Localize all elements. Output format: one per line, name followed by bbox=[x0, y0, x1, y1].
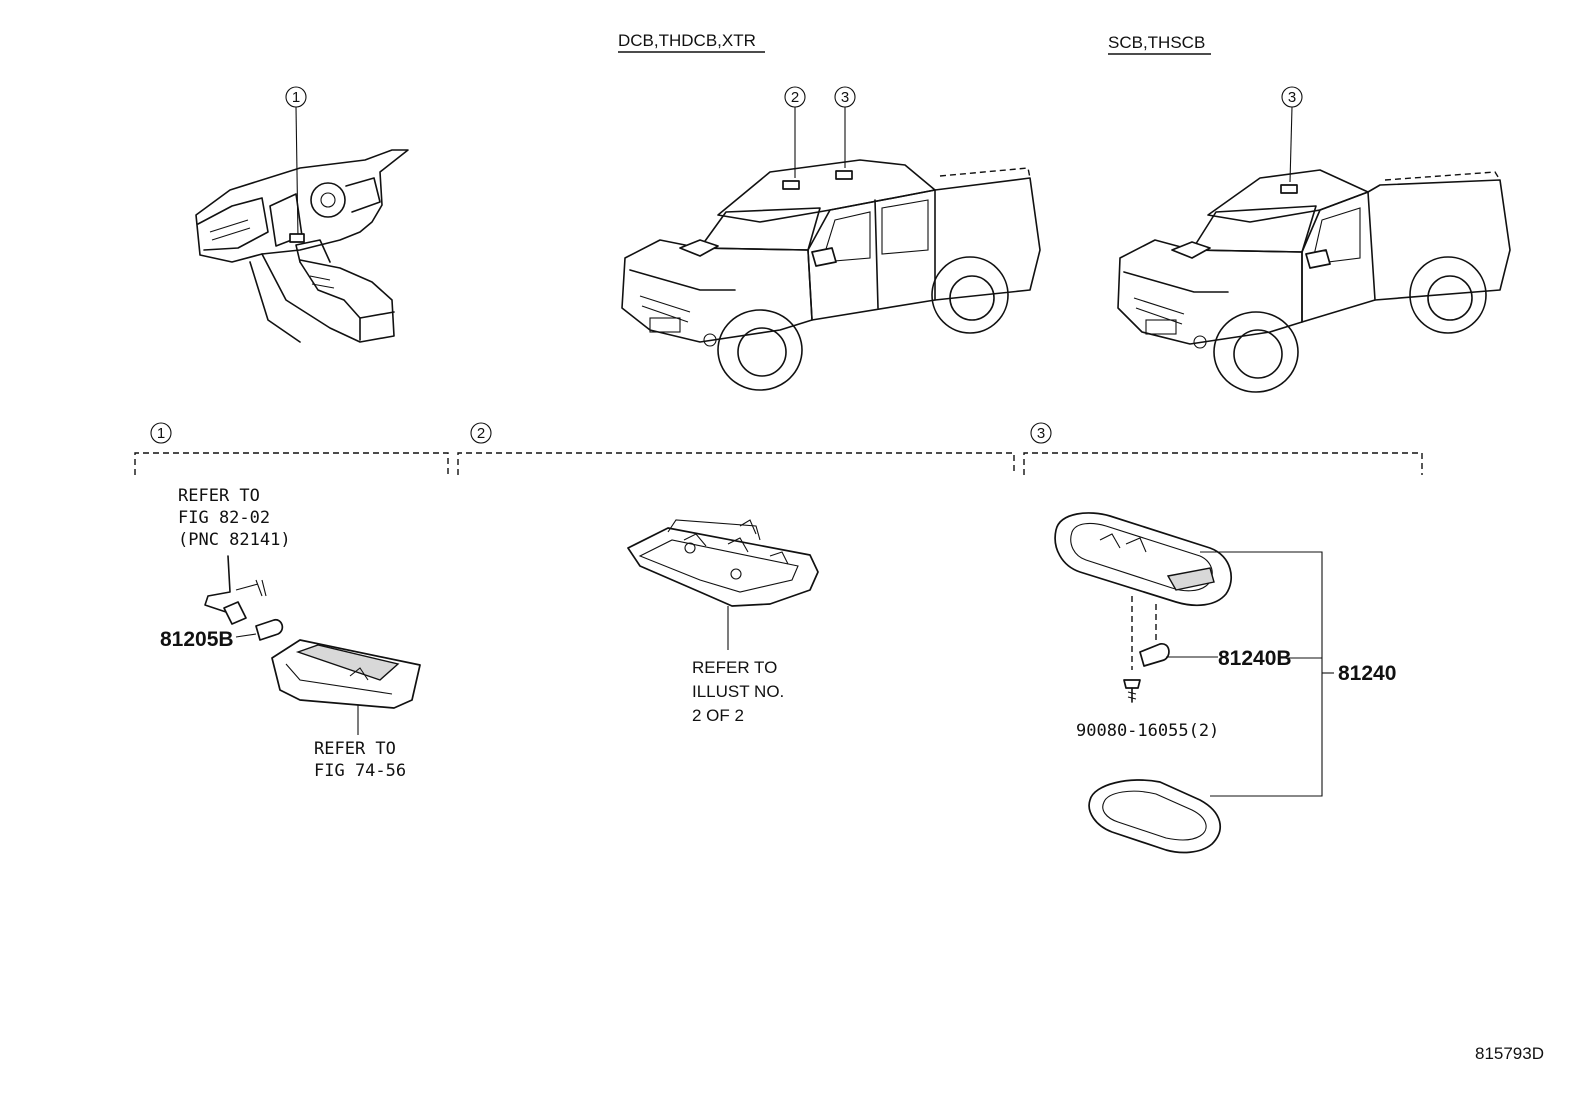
callout-3-top-scb-number: 3 bbox=[1288, 89, 1296, 106]
section-2-content: REFER TO ILLUST NO. 2 OF 2 bbox=[627, 519, 819, 725]
screw-part-number: 90080-16055(2) bbox=[1076, 721, 1219, 741]
refer-section2-line-2: ILLUST NO. bbox=[692, 682, 784, 701]
section-1-number: 1 bbox=[157, 425, 165, 442]
callout-1-top-number: 1 bbox=[292, 89, 300, 106]
refer-top-line-2: FIG 82-02 bbox=[178, 508, 270, 528]
section-1-bracket: 1 bbox=[134, 422, 449, 475]
section-2-bracket: 2 bbox=[457, 422, 1015, 475]
refer-section2-line-3: 2 OF 2 bbox=[692, 706, 744, 725]
variant-label-dcb: DCB,THDCB,XTR bbox=[618, 31, 756, 50]
callout-3-top-dcb-number: 3 bbox=[841, 89, 849, 106]
section-3-number: 3 bbox=[1037, 425, 1045, 442]
variant-header-dcb: DCB,THDCB,XTR bbox=[618, 31, 765, 53]
figure-id: 815793D bbox=[1475, 1044, 1544, 1063]
variant-header-scb: SCB,THSCB bbox=[1108, 33, 1211, 55]
single-cab-truck-illustration bbox=[1117, 169, 1511, 393]
callout-3-top-scb: 3 bbox=[1281, 86, 1303, 183]
section-2-number: 2 bbox=[477, 425, 485, 442]
callout-3-top-dcb: 3 bbox=[834, 86, 856, 168]
part-number-81240: 81240 bbox=[1338, 662, 1396, 685]
section-3-bracket: 3 bbox=[1023, 422, 1423, 475]
section-1-content: REFER TO FIG 82-02 (PNC 82141) 81205B RE… bbox=[160, 486, 421, 781]
part-number-81205b: 81205B bbox=[160, 628, 234, 651]
double-cab-truck-illustration bbox=[621, 159, 1041, 391]
dashboard-illustration bbox=[195, 149, 409, 343]
refer-bottom-line-2: FIG 74-56 bbox=[314, 761, 406, 781]
refer-section2-line-1: REFER TO bbox=[692, 658, 777, 677]
refer-top-line-3: (PNC 82141) bbox=[178, 530, 291, 550]
part-number-81240b: 81240B bbox=[1218, 647, 1292, 670]
callout-2-top: 2 bbox=[784, 86, 806, 178]
callout-2-top-number: 2 bbox=[791, 89, 799, 106]
refer-top-line-1: REFER TO bbox=[178, 486, 260, 506]
variant-label-scb: SCB,THSCB bbox=[1108, 33, 1205, 52]
callout-1-top: 1 bbox=[285, 86, 307, 239]
refer-bottom-line-1: REFER TO bbox=[314, 739, 396, 759]
section-3-content: 81240B 90080-16055(2) 81240 bbox=[1054, 512, 1396, 854]
